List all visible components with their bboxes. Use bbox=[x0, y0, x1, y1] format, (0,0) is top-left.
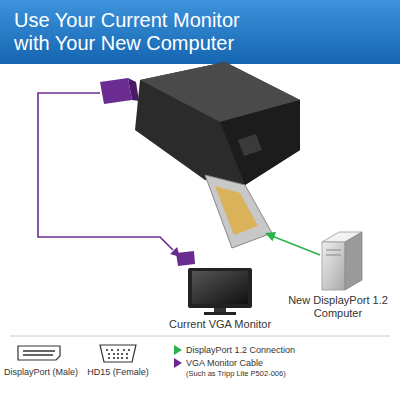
dp-logo bbox=[238, 134, 262, 156]
vga-connector bbox=[176, 251, 195, 266]
legend-triangle bbox=[174, 345, 182, 355]
legend-triangle bbox=[174, 358, 182, 368]
label-box: DisplayPort (Male) bbox=[2, 367, 80, 378]
title: Use Your Current Monitor with Your New C… bbox=[14, 9, 266, 55]
hd15-icon bbox=[100, 345, 136, 362]
part-label: (Such as Tripp Lite P502-006) bbox=[186, 369, 392, 379]
device-label: New DisplayPort 1.2 Computer bbox=[282, 294, 394, 320]
title-box: Use Your Current Monitor with Your New C… bbox=[14, 9, 266, 55]
device-label-box: Current VGA Monitor bbox=[165, 318, 275, 331]
monitor-frame bbox=[188, 268, 252, 308]
arrow-head bbox=[265, 232, 276, 241]
dp-male-icon bbox=[18, 346, 60, 360]
pc-front bbox=[322, 242, 345, 290]
legend-text: VGA Monitor Cable bbox=[186, 357, 392, 369]
adapter-side bbox=[220, 100, 300, 185]
header-band bbox=[0, 0, 400, 64]
hd15-pins bbox=[106, 349, 130, 359]
legend-entry: DisplayPort 1.2 Connection bbox=[186, 344, 392, 356]
monitor-base bbox=[204, 312, 236, 315]
pc-side bbox=[345, 232, 362, 290]
dp-link bbox=[272, 236, 320, 255]
dp-pins bbox=[23, 350, 55, 352]
pc-drive bbox=[326, 250, 341, 251]
monitor-screen bbox=[192, 271, 248, 304]
legend-entry: VGA Monitor Cable bbox=[186, 357, 392, 369]
pc-drive bbox=[326, 255, 341, 256]
device-label: Current VGA Monitor bbox=[165, 318, 275, 331]
label-box: HD15 (Female) bbox=[80, 367, 156, 378]
vga-connector bbox=[100, 78, 132, 104]
legend-text: DisplayPort 1.2 Connection bbox=[186, 344, 392, 356]
part-label: HD15 (Female) bbox=[80, 367, 156, 378]
adapter-body bbox=[135, 62, 300, 185]
dp-pins bbox=[23, 354, 53, 356]
part-label: DisplayPort (Male) bbox=[2, 367, 80, 378]
device-label-box: New DisplayPort 1.2 Computer bbox=[282, 294, 394, 320]
dp-plug bbox=[205, 175, 272, 248]
label-box: (Such as Tripp Lite P502-006) bbox=[186, 369, 392, 379]
dp-contacts bbox=[215, 186, 258, 235]
vga-connector-side bbox=[128, 78, 139, 101]
separator bbox=[10, 336, 390, 337]
